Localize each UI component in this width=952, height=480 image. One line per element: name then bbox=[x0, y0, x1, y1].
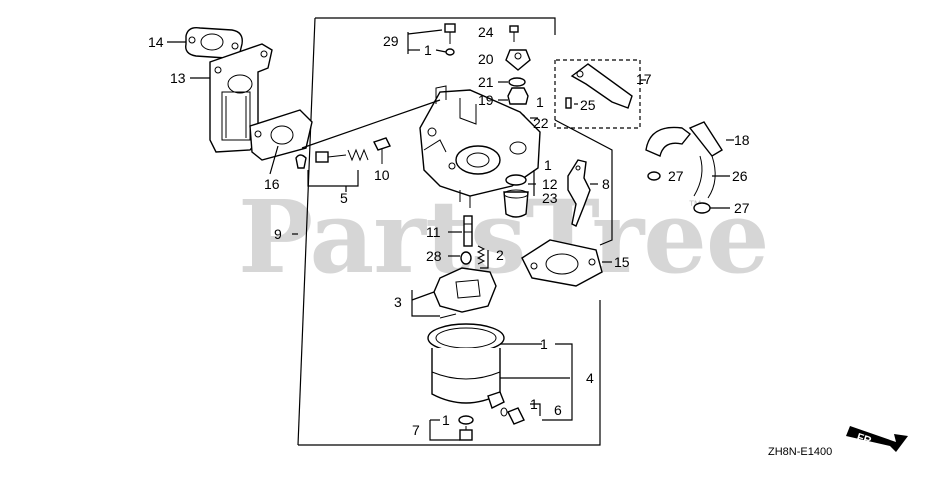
callout-8: 8 bbox=[602, 176, 610, 192]
part-2-spring bbox=[476, 245, 486, 265]
part-8-choke-lever bbox=[567, 159, 591, 227]
callout-19: 19 bbox=[478, 92, 494, 108]
part-27-clip-a bbox=[647, 171, 661, 181]
part-clip bbox=[295, 154, 307, 169]
callout-1-valve: 1 bbox=[536, 94, 544, 110]
callout-12: 12 bbox=[542, 176, 558, 192]
bracket-9-right bbox=[554, 119, 613, 246]
part-3-float bbox=[433, 267, 497, 319]
callout-27-b: 27 bbox=[734, 200, 750, 216]
callout-6: 6 bbox=[554, 402, 562, 418]
carburetor-body bbox=[419, 85, 541, 208]
bracket-9-top bbox=[315, 17, 556, 35]
front-direction-arrow bbox=[846, 426, 908, 452]
part-4-float-bowl bbox=[427, 323, 505, 409]
part-17-lever bbox=[570, 63, 633, 109]
part-27-clip-b bbox=[693, 202, 711, 214]
callout-1-bolt: 1 bbox=[442, 412, 450, 428]
part-16-gasket bbox=[249, 109, 313, 161]
part-6-drain-screw bbox=[500, 407, 525, 425]
part-25-pin bbox=[565, 97, 572, 109]
part-21-ring bbox=[508, 77, 526, 87]
direction-label: FR. bbox=[855, 431, 876, 448]
part-12-o-ring bbox=[505, 174, 527, 186]
watermark: PartsTree bbox=[238, 178, 769, 296]
callout-3: 3 bbox=[394, 294, 402, 310]
part-28-jet bbox=[460, 251, 472, 265]
callout-25: 25 bbox=[580, 97, 596, 113]
part-29-screw bbox=[444, 23, 456, 56]
part-5-pilot-screw bbox=[315, 148, 369, 163]
callout-11: 11 bbox=[426, 224, 441, 240]
callout-5: 5 bbox=[340, 190, 348, 206]
part-24-screw bbox=[509, 25, 519, 42]
callout-17: 17 bbox=[636, 71, 652, 87]
part-10-screw bbox=[373, 137, 391, 164]
part-11-main-nozzle bbox=[463, 215, 473, 247]
box-17 bbox=[554, 59, 641, 129]
bracket-9-bottom bbox=[298, 300, 601, 446]
callout-13: 13 bbox=[170, 70, 186, 86]
callout-1-cup: 1 bbox=[544, 157, 552, 173]
callout-18: 18 bbox=[734, 132, 750, 148]
callout-16: 16 bbox=[264, 176, 280, 192]
callout-9: 9 bbox=[274, 226, 282, 242]
callout-21: 21 bbox=[478, 74, 494, 90]
part-15-gasket bbox=[521, 239, 603, 287]
callout-7: 7 bbox=[412, 422, 420, 438]
callout-1-drain: 1 bbox=[530, 396, 538, 412]
callout-14: 14 bbox=[148, 34, 164, 50]
diagram-code: ZH8N-E1400 bbox=[768, 446, 832, 458]
callout-29: 29 bbox=[383, 33, 399, 49]
callout-15: 15 bbox=[614, 254, 630, 270]
callout-20: 20 bbox=[478, 51, 494, 67]
callout-1-bowl: 1 bbox=[540, 336, 548, 352]
bracket-9-left bbox=[297, 17, 316, 446]
callout-22: 22 bbox=[533, 115, 549, 131]
callout-2: 2 bbox=[496, 247, 504, 263]
part-18-fuel-tube bbox=[645, 121, 723, 199]
part-20-cap bbox=[505, 49, 531, 71]
callout-27-a: 27 bbox=[668, 168, 684, 184]
part-19-valve bbox=[507, 87, 529, 105]
part-23-cup bbox=[503, 189, 529, 218]
callout-23: 23 bbox=[542, 190, 558, 206]
part-7-bowl-bolt bbox=[458, 415, 474, 441]
callout-1-top: 1 bbox=[424, 42, 432, 58]
callout-28: 28 bbox=[426, 248, 442, 264]
callout-4: 4 bbox=[586, 370, 594, 386]
callout-26: 26 bbox=[732, 168, 748, 184]
callout-24: 24 bbox=[478, 24, 494, 40]
callout-10: 10 bbox=[374, 167, 390, 183]
